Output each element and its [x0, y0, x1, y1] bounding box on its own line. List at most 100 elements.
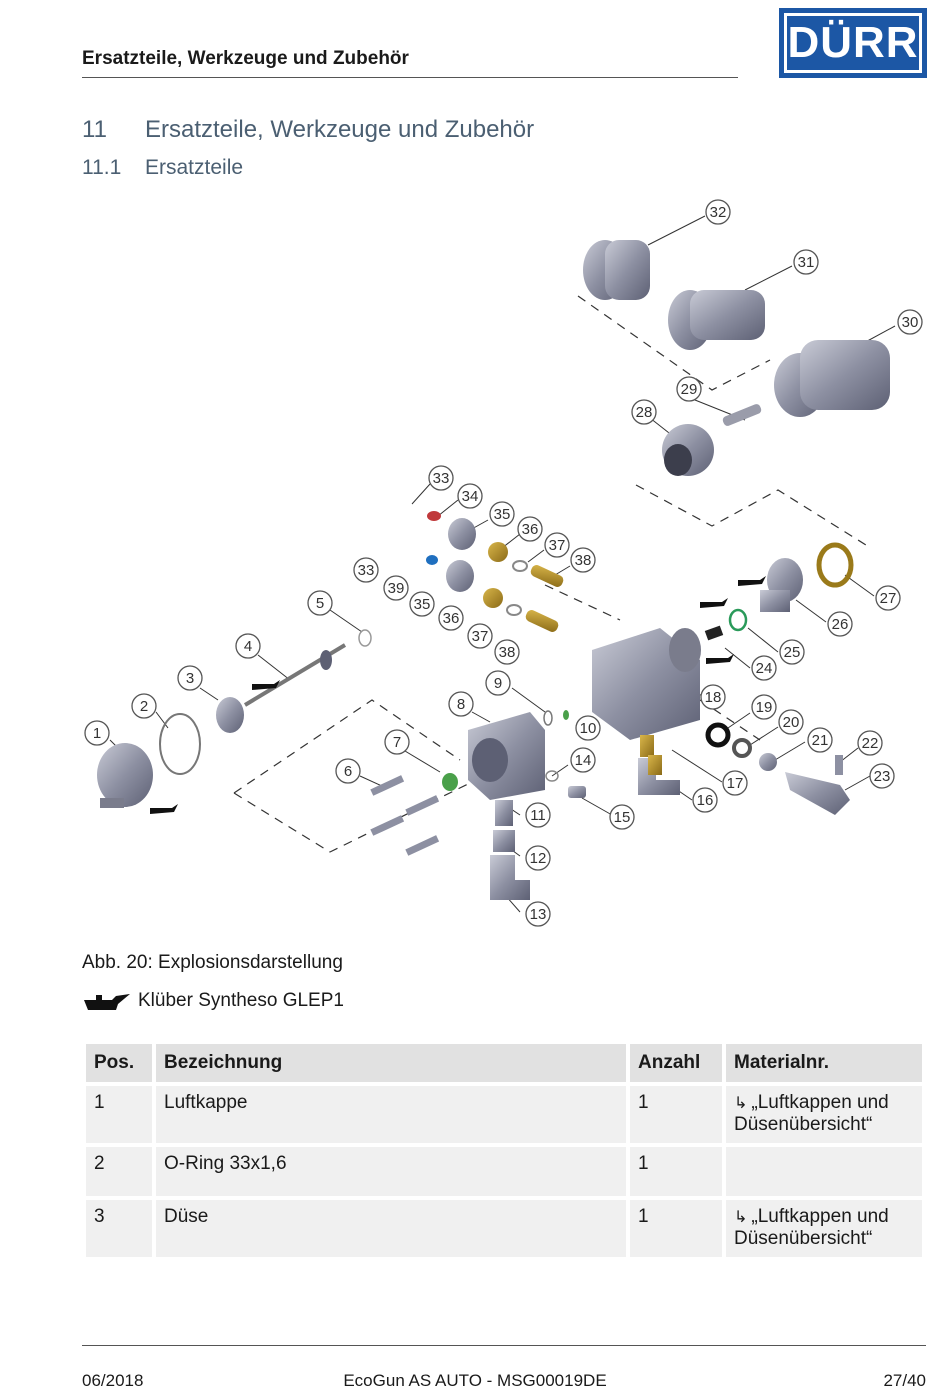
- callout-38: 38: [494, 639, 520, 665]
- column-header-material: Materialnr.: [726, 1044, 922, 1082]
- cell-count: 1: [630, 1147, 722, 1196]
- oil-can-icon: [84, 994, 130, 1010]
- cell-count: 1: [630, 1200, 722, 1257]
- callout-label: 38: [499, 644, 516, 661]
- logo-text: DÜRR: [784, 13, 922, 73]
- callout-circle: [722, 770, 748, 796]
- callout-circle: [353, 557, 379, 583]
- header-divider: [82, 77, 738, 78]
- callout-label: 35: [414, 596, 431, 613]
- callout-7: 7: [384, 729, 410, 755]
- callout-label: 17: [727, 775, 744, 792]
- material-reference-link[interactable]: „Luftkappen und Düsenübersicht“: [734, 1092, 889, 1135]
- subsection-title: Ersatzteile: [145, 156, 244, 179]
- callout-23: 23: [869, 763, 895, 789]
- cell-name: Luftkappe: [156, 1086, 626, 1143]
- cell-material: [726, 1147, 922, 1196]
- callout-33: 33: [428, 465, 454, 491]
- callout-circle: [631, 399, 657, 425]
- callout-circle: [335, 758, 361, 784]
- callout-circle: [751, 655, 777, 681]
- callout-label: 8: [457, 696, 465, 713]
- callout-24: 24: [751, 655, 777, 681]
- callout-circle: [494, 639, 520, 665]
- callout-3: 3: [177, 665, 203, 691]
- callout-circle: [751, 694, 777, 720]
- callout-label: 29: [681, 381, 698, 398]
- callout-circle: [235, 633, 261, 659]
- callout-circle: [525, 845, 551, 871]
- cell-pos: 1: [86, 1086, 152, 1143]
- callout-circle: [857, 730, 883, 756]
- callout-label: 34: [462, 488, 479, 505]
- cell-material[interactable]: ↳„Luftkappen und Düsenübersicht“: [726, 1200, 922, 1257]
- callout-label: 21: [812, 732, 829, 749]
- callout-label: 38: [575, 552, 592, 569]
- callout-circle: [570, 547, 596, 573]
- callout-label: 33: [358, 562, 375, 579]
- callout-16: 16: [692, 787, 718, 813]
- callout-label: 23: [874, 768, 891, 785]
- footer-divider: [82, 1345, 926, 1346]
- callout-circle: [383, 575, 409, 601]
- callout-circle: [793, 249, 819, 275]
- cross-reference-icon: ↳: [734, 1095, 748, 1112]
- cell-count: 1: [630, 1086, 722, 1143]
- callout-circle: [778, 709, 804, 735]
- cell-pos: 3: [86, 1200, 152, 1257]
- callout-label: 13: [530, 906, 547, 923]
- callout-label: 25: [784, 644, 801, 661]
- material-reference-link[interactable]: „Luftkappen und Düsenübersicht“: [734, 1206, 889, 1249]
- figure-caption: Abb. 20: Explosionsdarstellung: [82, 952, 343, 973]
- callout-label: 14: [575, 752, 592, 769]
- callout-label: 7: [393, 734, 401, 751]
- callout-9: 9: [485, 670, 511, 696]
- callout-label: 6: [344, 763, 352, 780]
- callout-6: 6: [335, 758, 361, 784]
- callout-34: 34: [457, 483, 483, 509]
- cell-name: Düse: [156, 1200, 626, 1257]
- callout-29: 29: [676, 376, 702, 402]
- callout-36: 36: [438, 605, 464, 631]
- callout-label: 15: [614, 809, 631, 826]
- callout-37: 37: [467, 623, 493, 649]
- callout-circle: [875, 585, 901, 611]
- callout-label: 30: [902, 314, 919, 331]
- callout-label: 20: [783, 714, 800, 731]
- callout-20: 20: [778, 709, 804, 735]
- callout-35: 35: [409, 591, 435, 617]
- callout-label: 19: [756, 699, 773, 716]
- callout-label: 2: [140, 698, 148, 715]
- callout-circle: [438, 605, 464, 631]
- callout-circle: [131, 693, 157, 719]
- callout-circle: [84, 720, 110, 746]
- cell-material[interactable]: ↳„Luftkappen und Düsenübersicht“: [726, 1086, 922, 1143]
- callout-33: 33: [353, 557, 379, 583]
- callout-label: 36: [443, 610, 460, 627]
- callout-circle: [525, 802, 551, 828]
- callout-label: 11: [530, 807, 546, 824]
- table-row: 1 Luftkappe 1 ↳„Luftkappen und Düsenüber…: [86, 1086, 922, 1143]
- callout-circle: [827, 611, 853, 637]
- callout-label: 10: [580, 720, 597, 737]
- cell-name: O-Ring 33x1,6: [156, 1147, 626, 1196]
- table-header-row: Pos. Bezeichnung Anzahl Materialnr.: [86, 1044, 922, 1082]
- section-title: Ersatzteile, Werkzeuge und Zubehör: [145, 116, 535, 143]
- lubricant-legend: Klüber Syntheso GLEP1: [82, 990, 344, 1012]
- callout-label: 18: [705, 689, 722, 706]
- callout-19: 19: [751, 694, 777, 720]
- callout-label: 28: [636, 404, 653, 421]
- table-row: 3 Düse 1 ↳„Luftkappen und Düsenübersicht…: [86, 1200, 922, 1257]
- callout-label: 37: [549, 537, 566, 554]
- callout-circle: [575, 715, 601, 741]
- subsection-number: 11.1: [82, 156, 122, 179]
- callout-label: 24: [756, 660, 773, 677]
- callout-circle: [409, 591, 435, 617]
- callout-label: 4: [244, 638, 252, 655]
- callout-circle: [177, 665, 203, 691]
- callout-label: 36: [522, 521, 539, 538]
- column-header-name: Bezeichnung: [156, 1044, 626, 1082]
- callout-26: 26: [827, 611, 853, 637]
